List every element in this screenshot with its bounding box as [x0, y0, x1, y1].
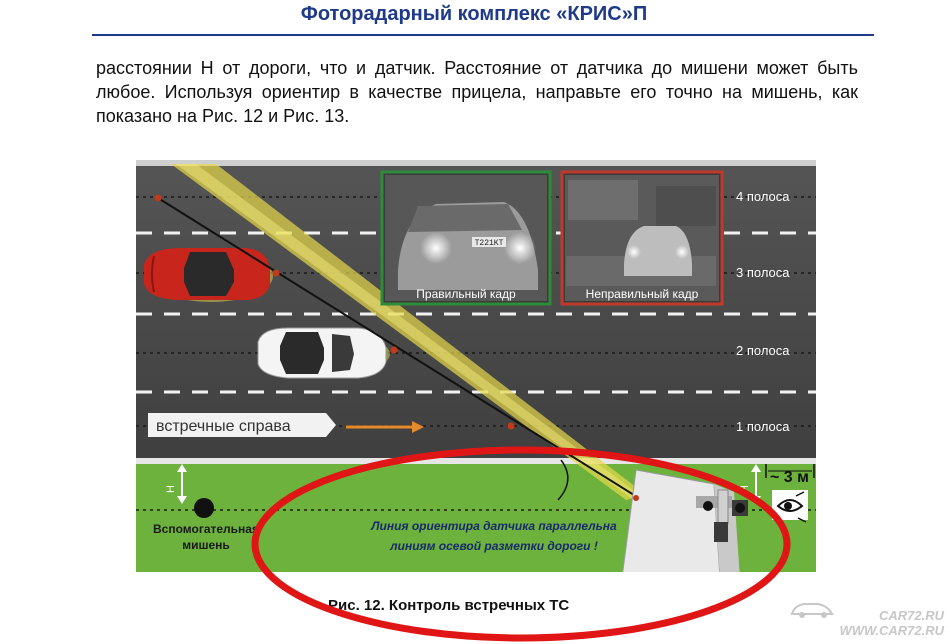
correct-frame-label: Правильный кадр: [416, 287, 516, 301]
aiming-points: [154, 194, 515, 430]
note-line-2: линиям осевой разметки дороги !: [389, 539, 598, 553]
wrong-frame: Неправильный кадр: [560, 170, 724, 306]
aux-target-label-1: Вспомогательная: [153, 522, 259, 536]
car-logo-icon: [790, 603, 834, 618]
note-line-1: Линия ориентира датчика параллельна: [370, 519, 617, 533]
wrong-frame-label: Неправильный кадр: [586, 287, 699, 301]
lane-label-4: 4 полоса: [736, 189, 790, 204]
road-edge-top: [136, 160, 816, 166]
header-divider: [92, 34, 874, 36]
direction-label: встречные справа: [156, 418, 291, 435]
watermark-line-1: CAR72.RU: [878, 608, 944, 623]
watermark: CAR72.RU WWW.CAR72.RU: [790, 603, 944, 638]
page-header-title: Фоторадарный комплекс «КРИС»П: [300, 3, 648, 25]
correct-frame: T221KT Правильный кадр: [380, 170, 552, 306]
eye-icon: [772, 490, 808, 523]
correct-frame-plate: T221KT: [475, 239, 504, 248]
body-paragraph: расстоянии Н от дороги, что и датчик. Ра…: [96, 58, 858, 126]
lane-label-2: 2 полоса: [736, 343, 790, 358]
direction-indicator: встречные справа: [148, 413, 424, 437]
radar-beam-core: [176, 164, 641, 498]
h-label-right: Н: [739, 485, 751, 493]
distance-label: ~ 3 м: [770, 469, 809, 486]
road-edge-bottom: [136, 458, 816, 464]
figure-caption: Рис. 12. Контроль встречных ТС: [328, 597, 570, 614]
aux-target-label-2: мишень: [182, 538, 230, 552]
white-car: [257, 327, 390, 379]
watermark-line-2: WWW.CAR72.RU: [839, 623, 944, 638]
figure-12: T221KT Правильный кадр Неправильный кадр…: [136, 160, 816, 572]
lane-label-3: 3 полоса: [736, 265, 790, 280]
auxiliary-target: [194, 498, 214, 518]
h-label-left: Н: [165, 485, 177, 493]
lane-label-1: 1 полоса: [736, 419, 790, 434]
h-dimension-left: Н: [165, 464, 187, 504]
red-car: [144, 248, 273, 302]
